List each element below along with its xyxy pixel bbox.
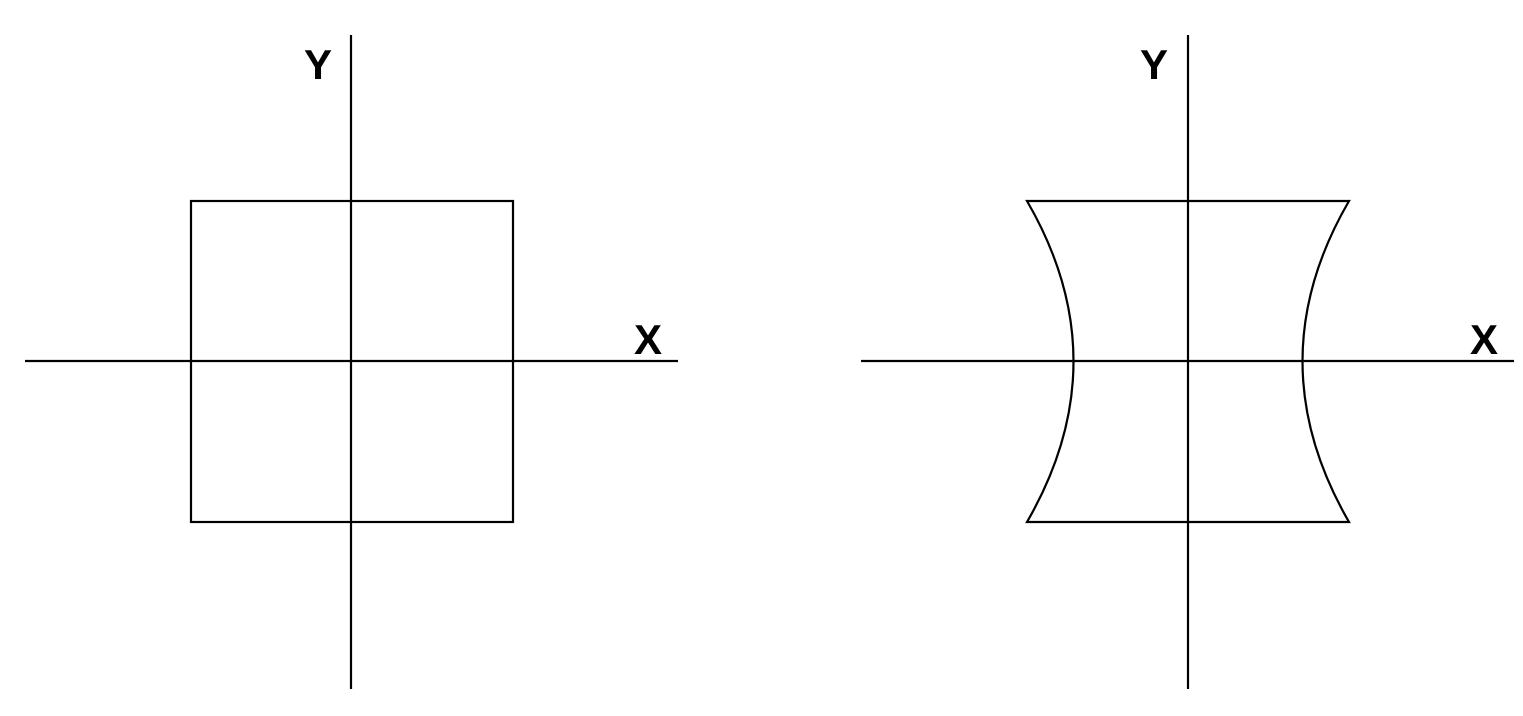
- right-x-label: X: [1470, 316, 1498, 363]
- left-panel: X Y: [25, 35, 678, 689]
- left-y-label: Y: [304, 41, 332, 88]
- right-pincushion-shape: [1025, 199, 1351, 524]
- right-y-label: Y: [1140, 41, 1168, 88]
- right-panel: X Y: [861, 35, 1514, 689]
- left-square: [189, 199, 515, 524]
- left-x-label: X: [634, 316, 662, 363]
